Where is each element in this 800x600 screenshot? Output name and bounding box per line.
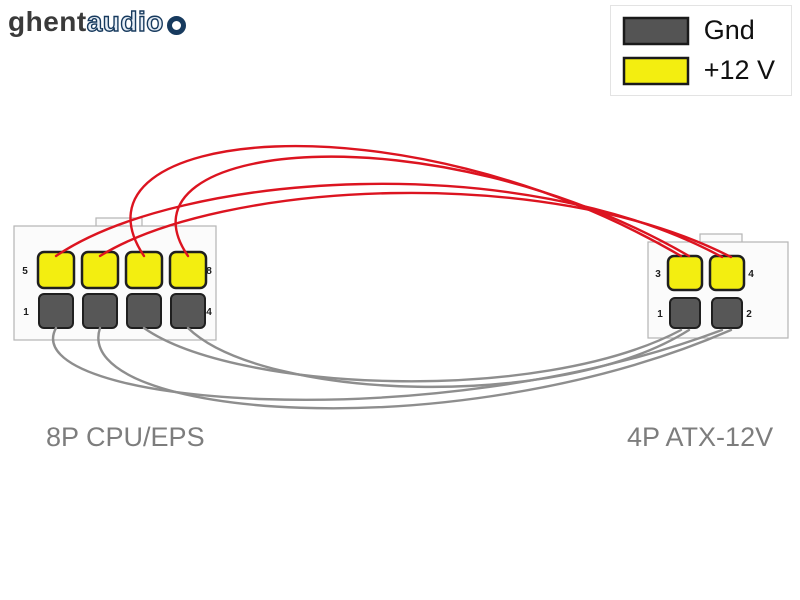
connector-8p: 5 8 1 4 bbox=[13, 217, 217, 341]
legend-item-12v: +12 V bbox=[622, 55, 775, 86]
legend: Gnd +12 V bbox=[609, 5, 792, 96]
pin-label-4p-4: 4 bbox=[748, 269, 754, 280]
pin-label-8p-8: 8 bbox=[206, 266, 212, 277]
logo-text-secondary: audio bbox=[86, 5, 164, 37]
pin-label-8p-4: 4 bbox=[206, 307, 212, 318]
legend-label-gnd: Gnd bbox=[703, 15, 755, 45]
pin-label-4p-2: 2 bbox=[746, 309, 752, 320]
connector-4p: 3 4 1 2 bbox=[647, 233, 789, 339]
gnd-swatch-rect bbox=[622, 16, 689, 45]
pin-8p-12v-6 bbox=[80, 250, 120, 290]
pin-8p-gnd-2 bbox=[82, 293, 118, 329]
pin-label-4p-3: 3 bbox=[655, 269, 661, 280]
gnd-color-swatch bbox=[622, 16, 689, 45]
pin-label-8p-5: 5 bbox=[22, 266, 28, 277]
wires-gnd bbox=[52, 326, 733, 410]
pin-label-4p-1: 1 bbox=[657, 309, 663, 320]
wire-gnd-4 bbox=[186, 326, 691, 388]
logo-text-primary: ghent bbox=[8, 6, 87, 37]
connector-4p-caption: 4P ATX-12V bbox=[627, 422, 774, 452]
wire-gnd-3 bbox=[142, 326, 683, 383]
pin-4p-gnd-1 bbox=[669, 297, 701, 329]
wires-12v bbox=[54, 144, 733, 259]
pin-4p-gnd-2 bbox=[711, 297, 743, 329]
pin-8p-gnd-3 bbox=[126, 293, 162, 329]
pin-4p-12v-3 bbox=[666, 254, 704, 292]
pin-8p-gnd-4 bbox=[170, 293, 206, 329]
connector-8p-caption: 8P CPU/EPS bbox=[46, 422, 205, 452]
pin-8p-12v-5 bbox=[36, 250, 76, 290]
pin-8p-12v-8 bbox=[168, 250, 208, 290]
legend-item-gnd: Gnd bbox=[622, 15, 775, 46]
legend-label-12v: +12 V bbox=[703, 55, 775, 85]
pin-8p-12v-7 bbox=[124, 250, 164, 290]
pin-label-8p-1: 1 bbox=[23, 307, 29, 318]
wire-gnd-2 bbox=[97, 326, 733, 410]
pin-8p-gnd-1 bbox=[38, 293, 74, 329]
12v-swatch-rect bbox=[622, 56, 689, 85]
12v-color-swatch bbox=[622, 56, 689, 85]
logo-circle-icon bbox=[166, 15, 186, 35]
wire-12v-4 bbox=[98, 191, 733, 259]
pin-4p-12v-4 bbox=[708, 254, 746, 292]
